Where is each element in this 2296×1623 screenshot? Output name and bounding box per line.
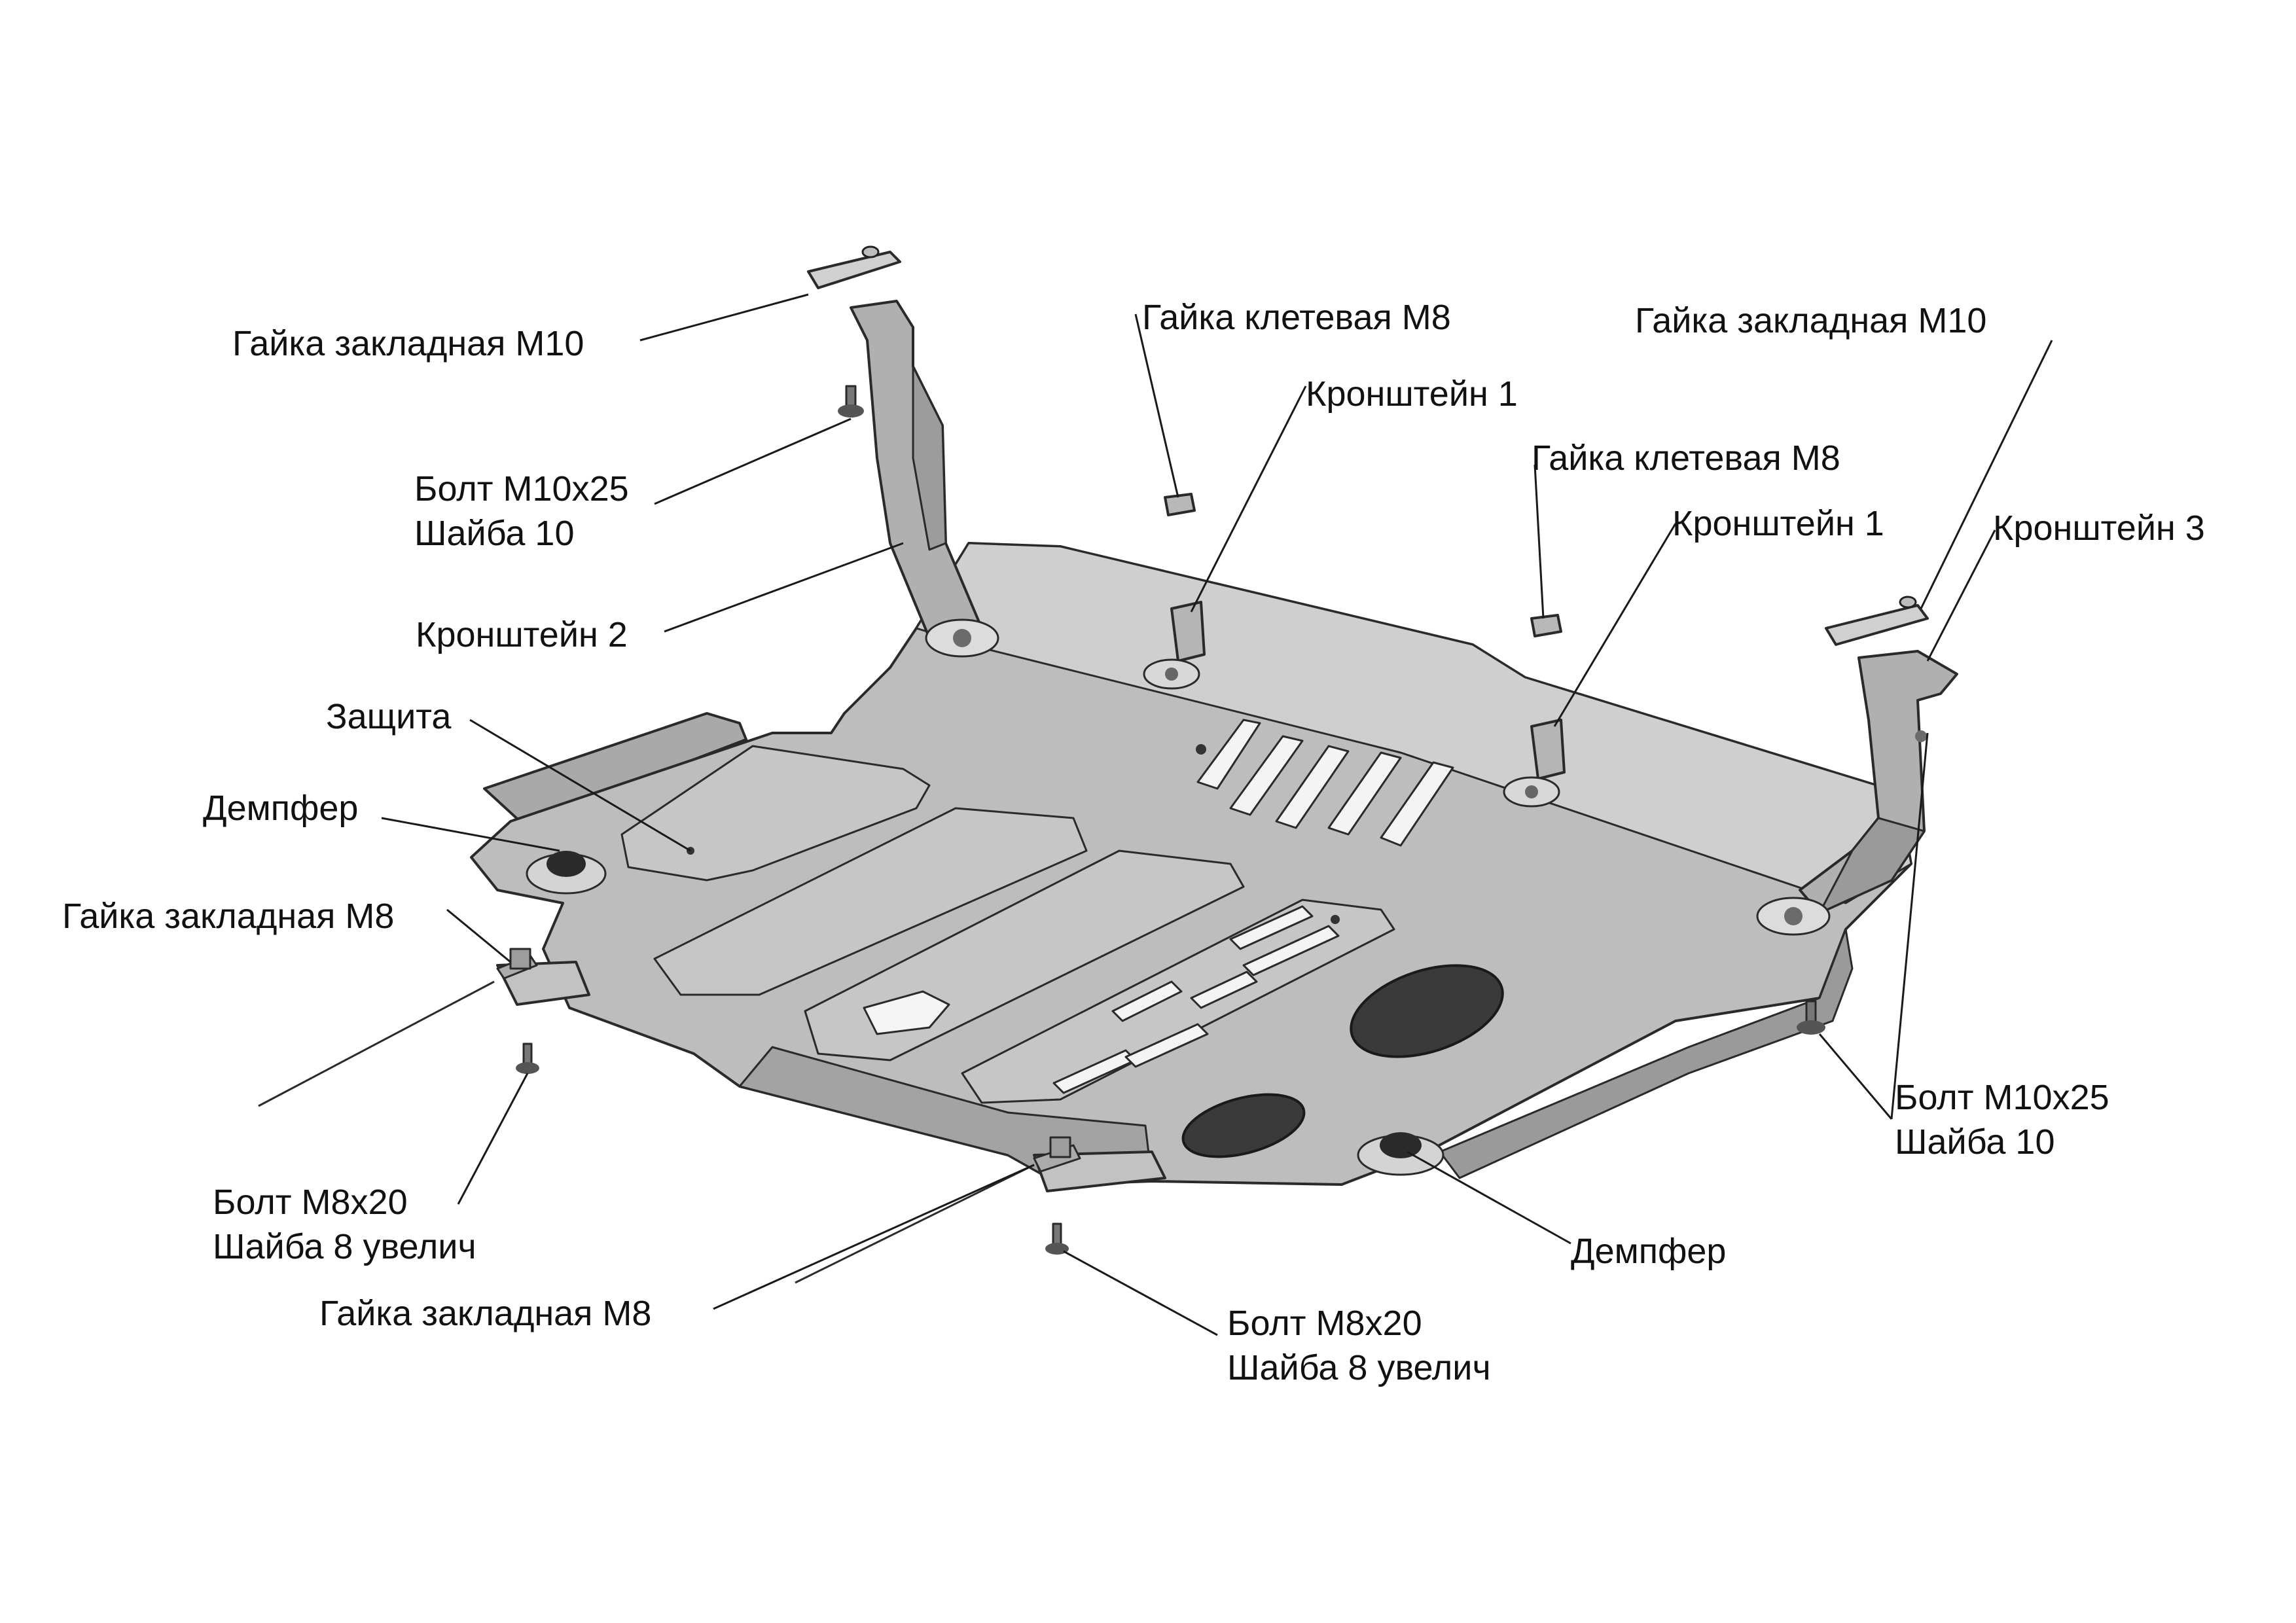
label-bracket1-top: Кронштейн 1 — [1306, 374, 1518, 414]
label-cage-nut-top: Гайка клетевая М8 — [1142, 298, 1451, 337]
label-bolt-m10-left-1: Болт М10х25 — [414, 469, 629, 508]
label-nut-m8-bottom: Гайка закладная М8 — [319, 1294, 651, 1333]
label-bracket2: Кронштейн 2 — [416, 615, 628, 654]
bracket-2 — [850, 300, 999, 658]
label-bolt-m8-left-2: Шайба 8 увелич — [213, 1227, 476, 1266]
bolt-m8-left-part — [516, 1043, 539, 1074]
cage-nut-m8-top-part — [1164, 493, 1196, 516]
bolt-m8-bottom-part — [1045, 1222, 1069, 1255]
label-bracket3: Кронштейн 3 — [1993, 508, 2205, 548]
leader-lines — [381, 293, 2053, 1336]
vent-slots-upper — [1196, 719, 1454, 847]
label-bolt-m8-bottom-1: Болт М8х20 — [1227, 1304, 1422, 1343]
label-cage-nut-mid: Гайка клетевая М8 — [1532, 438, 1840, 478]
vent-slots-lower — [1052, 905, 1340, 1094]
tab-m8-bottom — [1033, 1136, 1166, 1192]
label-bolt-m10-right-1: Болт М10х25 — [1895, 1078, 2109, 1117]
bracket-3 — [1756, 650, 1958, 936]
label-bolt-m10-right-2: Шайба 10 — [1895, 1122, 2054, 1162]
service-hatch-large — [1350, 964, 1504, 1058]
tab-m8-left — [496, 948, 590, 1006]
damper-left-part — [526, 851, 607, 895]
guard-plate — [470, 542, 1912, 1186]
label-damper-right: Демпфер — [1571, 1232, 1726, 1271]
label-bolt-m8-left-1: Болт М8х20 — [213, 1183, 408, 1222]
bolt-m10-left-part — [838, 385, 864, 418]
embedded-nut-m10-right-part — [1825, 596, 1929, 646]
labels: Гайка закладная М10 Гайка клетевая М8 Га… — [62, 298, 2205, 1387]
embedded-nut-m10-left-part — [807, 245, 901, 289]
label-guard: Защита — [326, 697, 452, 736]
cage-nut-m8-mid-part — [1530, 614, 1562, 637]
label-bolt-m8-bottom-2: Шайба 8 увелич — [1227, 1348, 1491, 1387]
bracket-1-left — [1143, 601, 1206, 690]
label-bracket1-mid: Кронштейн 1 — [1672, 504, 1884, 543]
label-bolt-m10-left-2: Шайба 10 — [414, 514, 574, 553]
damper-right-part — [1357, 1132, 1444, 1176]
label-damper-left: Демпфер — [203, 789, 358, 828]
service-hatch-small — [1181, 1093, 1306, 1158]
bolt-m10-right-part — [1797, 1000, 1825, 1035]
label-nut-m10-right: Гайка закладная М10 — [1635, 301, 1986, 340]
label-nut-m8-left: Гайка закладная М8 — [62, 897, 394, 936]
bracket-1-right — [1503, 719, 1566, 808]
label-nut-m10-left: Гайка закладная М10 — [232, 324, 584, 363]
